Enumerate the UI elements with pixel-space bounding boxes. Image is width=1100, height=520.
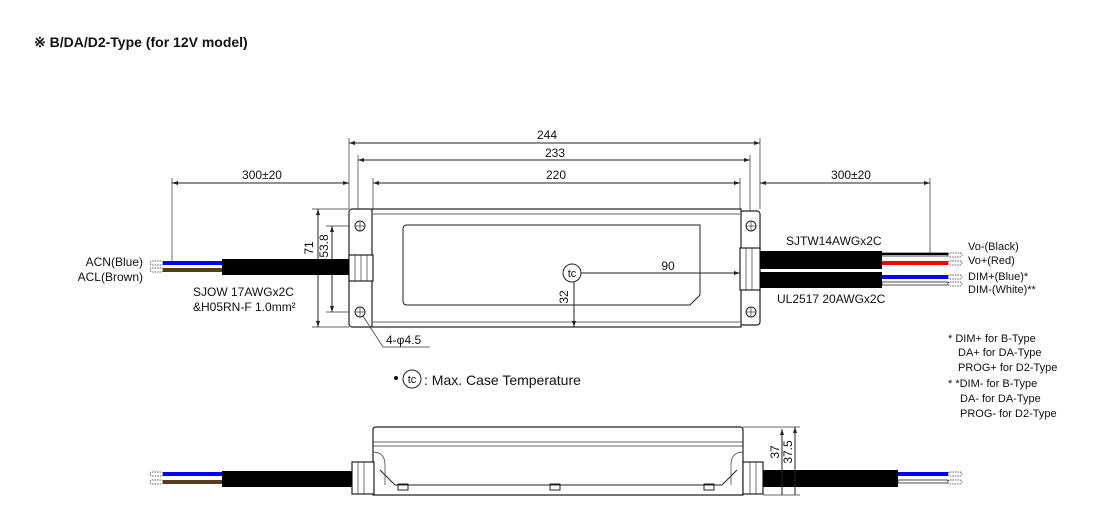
wire-red	[882, 261, 948, 265]
dim-tc-y: 32	[557, 290, 571, 304]
wire-blue	[163, 261, 222, 265]
tc-legend-symbol: tc	[408, 374, 417, 386]
tc-legend: tc : Max. Case Temperature	[394, 369, 581, 389]
input-wire-label-acl: ACL(Brown)	[78, 270, 143, 284]
label-panel	[402, 224, 701, 306]
note: DA+ for DA-Type	[958, 347, 1041, 359]
output-cable-dim	[760, 272, 882, 288]
tc-icon	[402, 369, 422, 389]
output-gland	[739, 247, 761, 291]
output-cable-spec-top: SJTW14AWGx2C	[786, 234, 882, 248]
wire-brown	[163, 268, 222, 272]
input-cable-spec-2: &H05RN-F 1.0mm²	[193, 300, 296, 314]
output-wire-label: Vo+(Red)	[968, 255, 1015, 267]
wire-white	[881, 281, 949, 286]
output-wire-label: DIM-(White)**	[968, 284, 1037, 296]
output-cable-main	[760, 251, 882, 269]
side-view: 37 37.5	[149, 426, 963, 496]
type-notes: * DIM+ for B-Type DA+ for DA-Type PROG+ …	[948, 333, 1057, 420]
side-input-cable	[222, 471, 352, 487]
note: * DIM+ for B-Type	[948, 333, 1036, 345]
tc-point-label: tc	[568, 268, 577, 280]
dim-hole-spacing: 53.8	[317, 234, 331, 258]
case-body	[371, 208, 742, 328]
mounting-hole-icon	[745, 220, 757, 232]
output-cable-spec-bottom: UL2517 20AWGx2C	[777, 292, 886, 306]
mounting-hole-icon	[354, 306, 366, 318]
side-output-cable	[763, 470, 898, 487]
side-input-gland	[351, 461, 375, 495]
output-wire-label: DIM+(Blue)*	[968, 271, 1029, 283]
note: DA- for DA-Type	[960, 393, 1041, 405]
input-wire-label-acn: ACN(Blue)	[86, 255, 143, 269]
side-output-gland	[742, 461, 764, 495]
dim-height: 37	[768, 445, 782, 459]
hole-callout: 4-φ4.5	[386, 333, 421, 347]
dim-body-length: 220	[546, 168, 566, 182]
dim-input-cable: 300±20	[242, 168, 282, 182]
note: * *DIM- for B-Type	[948, 378, 1037, 390]
dim-overall-length: 244	[537, 128, 557, 142]
mounting-hole-icon	[354, 220, 366, 232]
note: PROG- for D2-Type	[960, 408, 1057, 420]
page-title: ※ B/DA/D2-Type (for 12V model)	[34, 34, 248, 50]
side-case-body	[372, 426, 744, 496]
dim-width: 71	[302, 241, 316, 255]
dim-tc-x: 90	[661, 259, 675, 273]
wire-blue-dim	[882, 275, 948, 279]
input-cable-spec: SJOW 17AWGx2C	[193, 285, 294, 299]
dim-hole-pitch: 233	[545, 146, 565, 160]
output-wire-label: Vo-(Black)	[968, 241, 1019, 253]
dim-height-total: 37.5	[781, 440, 795, 464]
mounting-hole-icon	[745, 306, 757, 318]
top-view: 244 233 220 300±20 300±20 71 53.8	[78, 128, 1037, 348]
note: PROG+ for D2-Type	[958, 362, 1057, 374]
dim-output-cable: 300±20	[831, 168, 871, 182]
tc-legend-text: : Max. Case Temperature	[424, 372, 581, 388]
input-cable	[222, 259, 349, 275]
